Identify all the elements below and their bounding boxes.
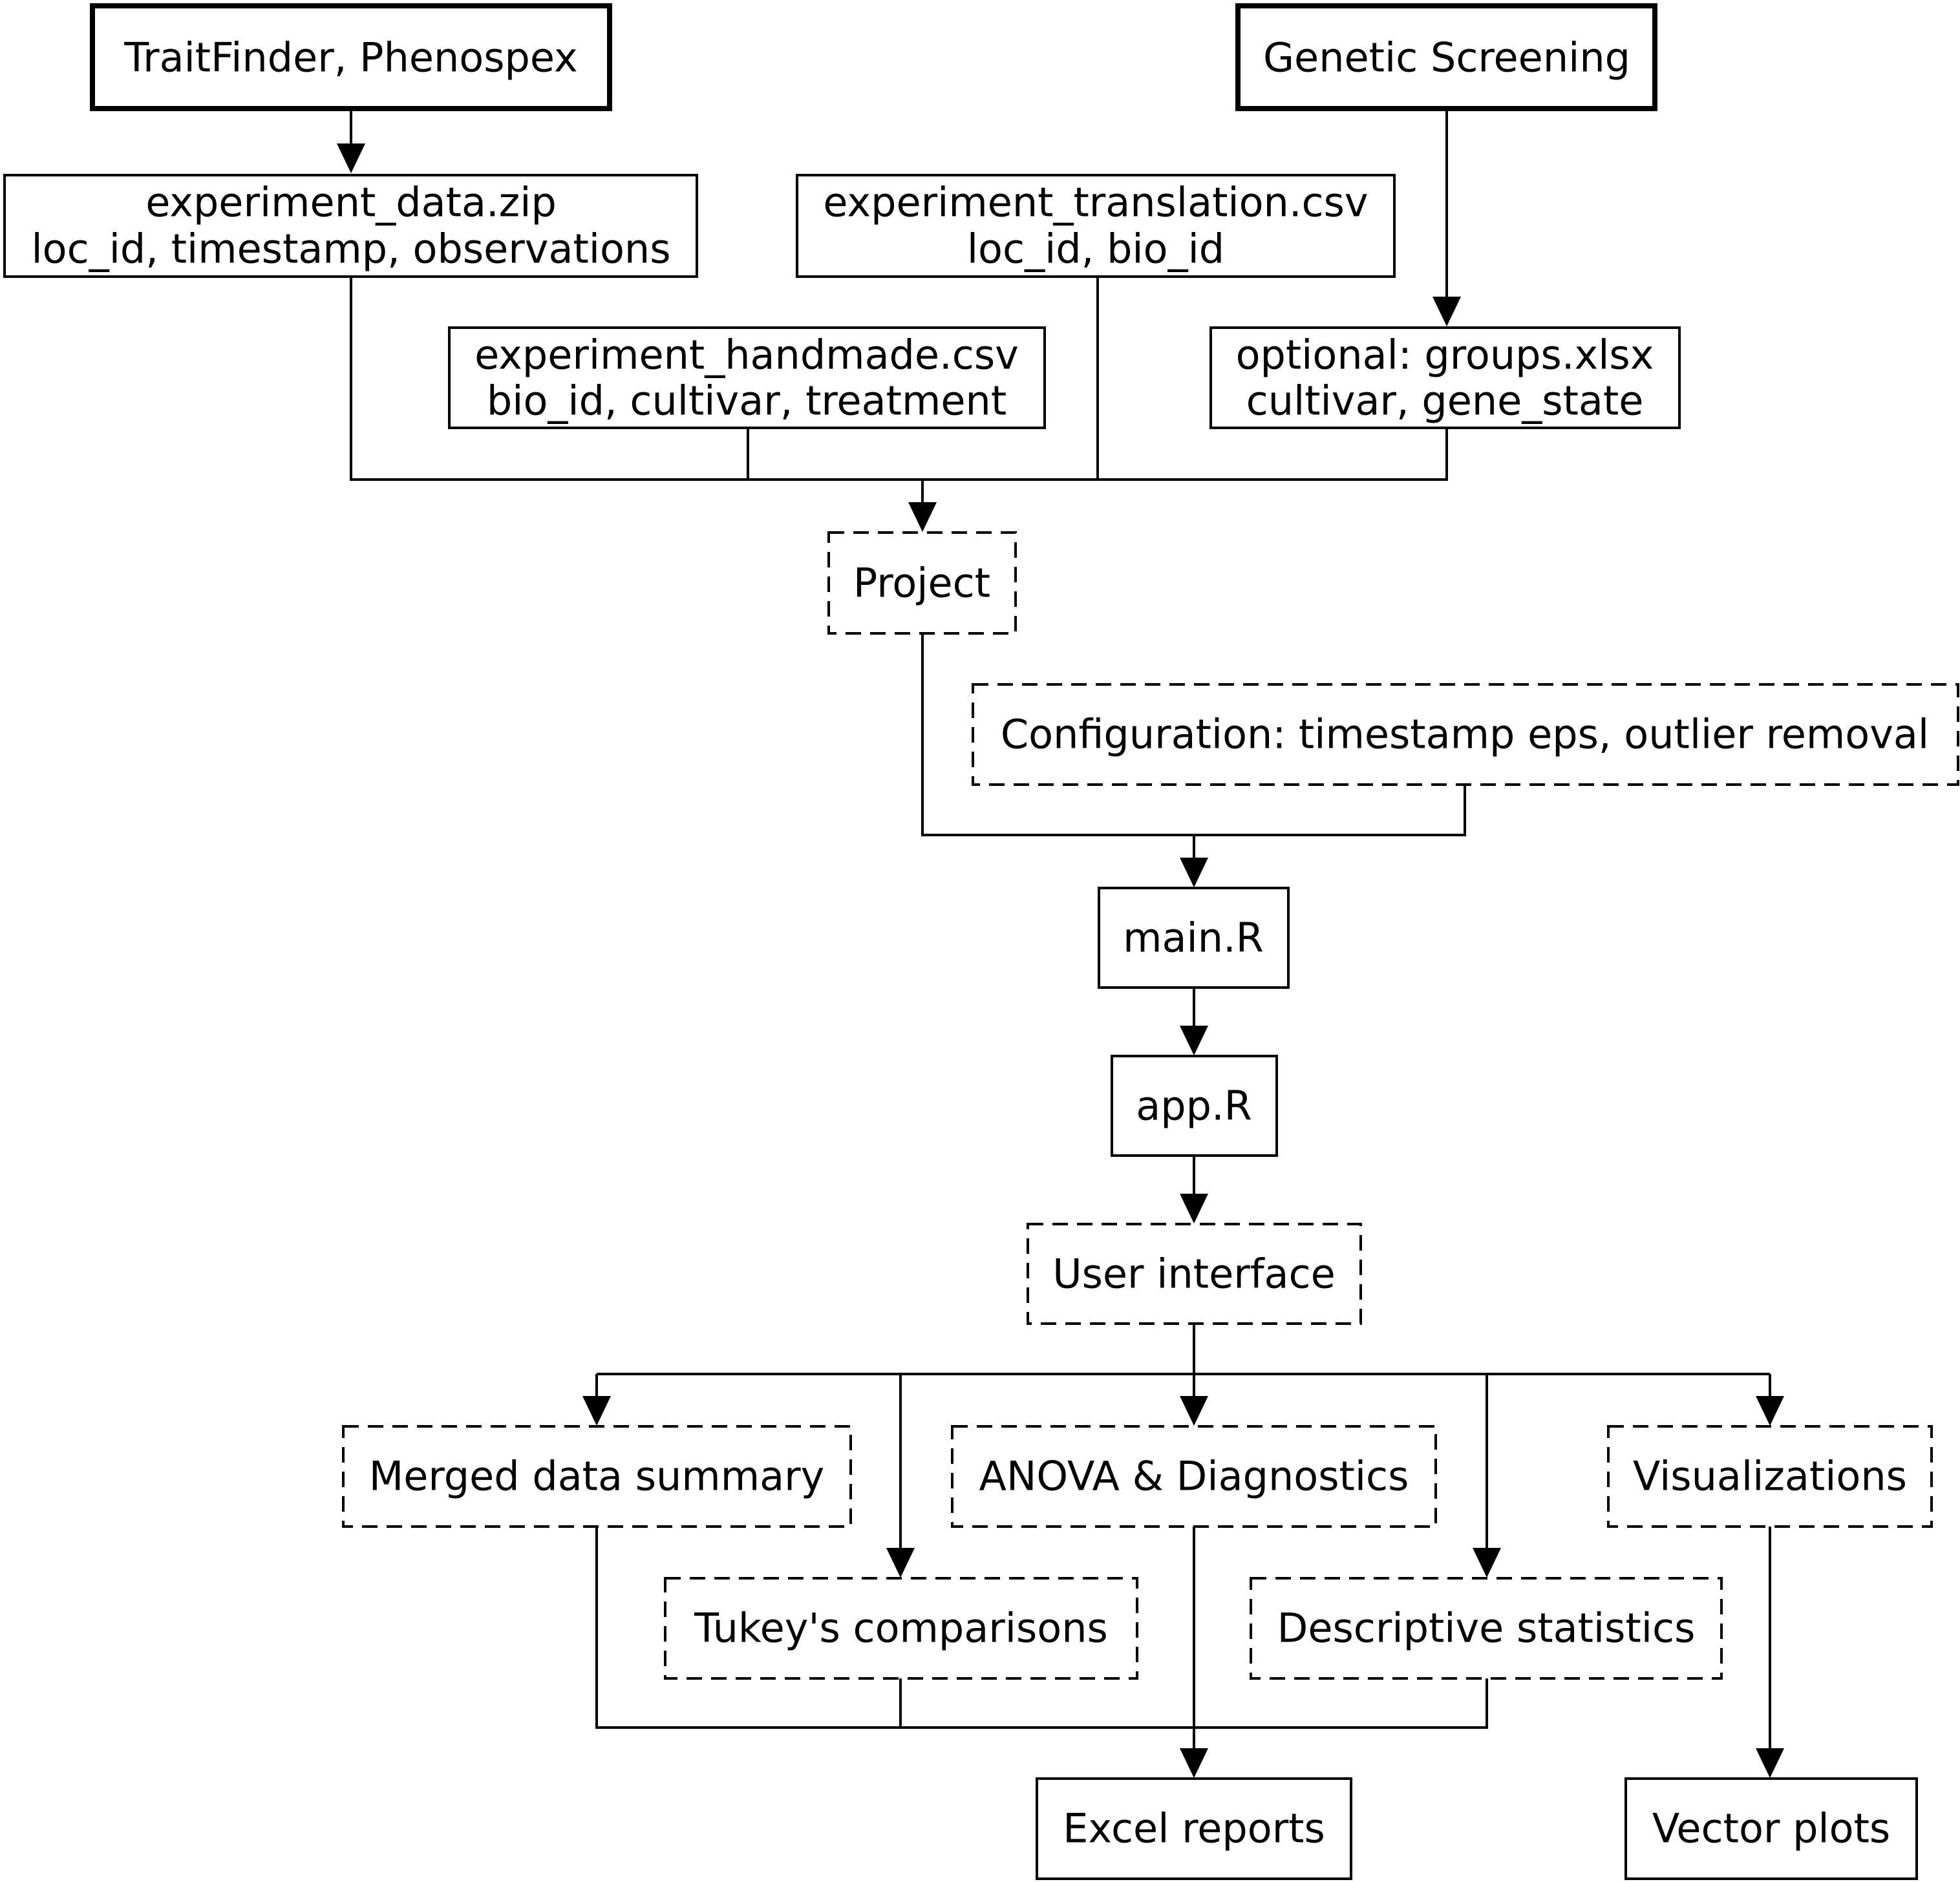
node-configuration: Configuration: timestamp eps, outlier re… bbox=[972, 683, 1959, 786]
node-project-label: Project bbox=[853, 560, 990, 607]
node-user-interface-label: User interface bbox=[1052, 1251, 1336, 1298]
connector-project-config-merge bbox=[921, 633, 1466, 860]
arrowhead-main bbox=[1180, 858, 1208, 887]
arrowhead-visualizations bbox=[1756, 1396, 1784, 1426]
node-user-interface-box bbox=[1027, 1223, 1362, 1325]
node-genetic-screening-label: Genetic Screening bbox=[1263, 34, 1630, 81]
node-groups-box bbox=[1209, 326, 1681, 429]
node-app-r-box bbox=[1111, 1055, 1278, 1157]
arrowhead-groups bbox=[1433, 297, 1461, 326]
node-configuration-box bbox=[972, 683, 1959, 786]
node-vector-plots-label: Vector plots bbox=[1652, 1805, 1890, 1852]
node-merged-summary: Merged data summary bbox=[342, 1425, 852, 1528]
arrowhead-data bbox=[337, 143, 365, 173]
node-visualizations-label: Visualizations bbox=[1633, 1453, 1907, 1500]
node-groups-fields: cultivar, gene_state bbox=[1246, 377, 1644, 425]
node-experiment-translation-fields: loc_id, bio_id bbox=[967, 226, 1224, 273]
node-genetic-screening: Genetic Screening bbox=[1235, 3, 1657, 111]
arrowhead-tukey bbox=[886, 1548, 915, 1578]
node-anova-label: ANOVA & Diagnostics bbox=[979, 1453, 1409, 1500]
node-experiment-handmade: experiment_handmade.csv bio_id, cultivar… bbox=[448, 326, 1046, 429]
node-experiment-data-box bbox=[3, 174, 698, 278]
node-experiment-handmade-name: experiment_handmade.csv bbox=[474, 332, 1019, 379]
node-tukey-label: Tukey's comparisons bbox=[694, 1605, 1108, 1652]
node-configuration-label: Configuration: timestamp eps, outlier re… bbox=[1001, 711, 1929, 758]
arrowhead-app bbox=[1180, 1026, 1208, 1055]
node-visualizations-box bbox=[1607, 1425, 1933, 1528]
node-experiment-translation: experiment_translation.csv loc_id, bio_i… bbox=[796, 174, 1396, 278]
connector-inputs-merge bbox=[350, 277, 1448, 504]
node-experiment-translation-name: experiment_translation.csv bbox=[823, 179, 1368, 226]
node-vector-plots: Vector plots bbox=[1624, 1777, 1918, 1880]
node-experiment-data: experiment_data.zip loc_id, timestamp, o… bbox=[3, 174, 698, 278]
node-descriptive: Descriptive statistics bbox=[1250, 1577, 1723, 1680]
node-anova: ANOVA & Diagnostics bbox=[951, 1425, 1437, 1528]
arrowhead-ui bbox=[1180, 1194, 1208, 1223]
node-genetic-screening-box bbox=[1235, 3, 1657, 111]
node-main-r: main.R bbox=[1098, 887, 1290, 989]
node-vector-plots-box bbox=[1624, 1777, 1918, 1880]
arrowhead-vector bbox=[1756, 1748, 1784, 1778]
node-experiment-handmade-box bbox=[448, 326, 1046, 429]
node-excel-reports: Excel reports bbox=[1036, 1777, 1352, 1880]
node-app-r: app.R bbox=[1111, 1055, 1278, 1157]
node-excel-reports-label: Excel reports bbox=[1063, 1805, 1325, 1852]
node-main-r-label: main.R bbox=[1123, 915, 1264, 962]
node-user-interface: User interface bbox=[1027, 1223, 1362, 1325]
node-merged-summary-label: Merged data summary bbox=[369, 1453, 825, 1500]
node-experiment-handmade-fields: bio_id, cultivar, treatment bbox=[487, 377, 1007, 425]
node-excel-reports-box bbox=[1036, 1777, 1352, 1880]
node-groups: optional: groups.xlsx cultivar, gene_sta… bbox=[1209, 326, 1681, 429]
node-traitfinder-label: TraitFinder, Phenospex bbox=[123, 34, 577, 81]
arrowhead-merged bbox=[582, 1396, 611, 1426]
node-experiment-translation-box bbox=[796, 174, 1396, 278]
node-experiment-data-fields: loc_id, timestamp, observations bbox=[31, 226, 670, 273]
node-project-box bbox=[827, 531, 1017, 635]
node-anova-box bbox=[951, 1425, 1437, 1528]
node-descriptive-box bbox=[1250, 1577, 1723, 1680]
node-experiment-data-name: experiment_data.zip bbox=[145, 179, 557, 226]
arrowhead-descriptive bbox=[1473, 1548, 1501, 1578]
nodes: TraitFinder, Phenospex Genetic Screening… bbox=[3, 3, 1959, 1880]
node-main-r-box bbox=[1098, 887, 1290, 989]
node-traitfinder: TraitFinder, Phenospex bbox=[90, 3, 612, 111]
node-merged-summary-box bbox=[342, 1425, 852, 1528]
node-project: Project bbox=[827, 531, 1017, 635]
connectors bbox=[337, 109, 1784, 1778]
connector-tables-to-excel bbox=[595, 1527, 1488, 1750]
node-descriptive-label: Descriptive statistics bbox=[1277, 1605, 1696, 1652]
arrowhead-excel bbox=[1180, 1748, 1208, 1778]
node-visualizations: Visualizations bbox=[1607, 1425, 1933, 1528]
node-tukey-box bbox=[664, 1577, 1138, 1680]
node-tukey: Tukey's comparisons bbox=[664, 1577, 1138, 1680]
node-app-r-label: app.R bbox=[1136, 1083, 1252, 1130]
connector-ui-branches bbox=[595, 1324, 1771, 1550]
arrowhead-anova bbox=[1180, 1396, 1208, 1426]
arrowhead-project bbox=[908, 502, 937, 532]
node-groups-name: optional: groups.xlsx bbox=[1236, 332, 1654, 379]
node-traitfinder-box bbox=[90, 3, 612, 111]
